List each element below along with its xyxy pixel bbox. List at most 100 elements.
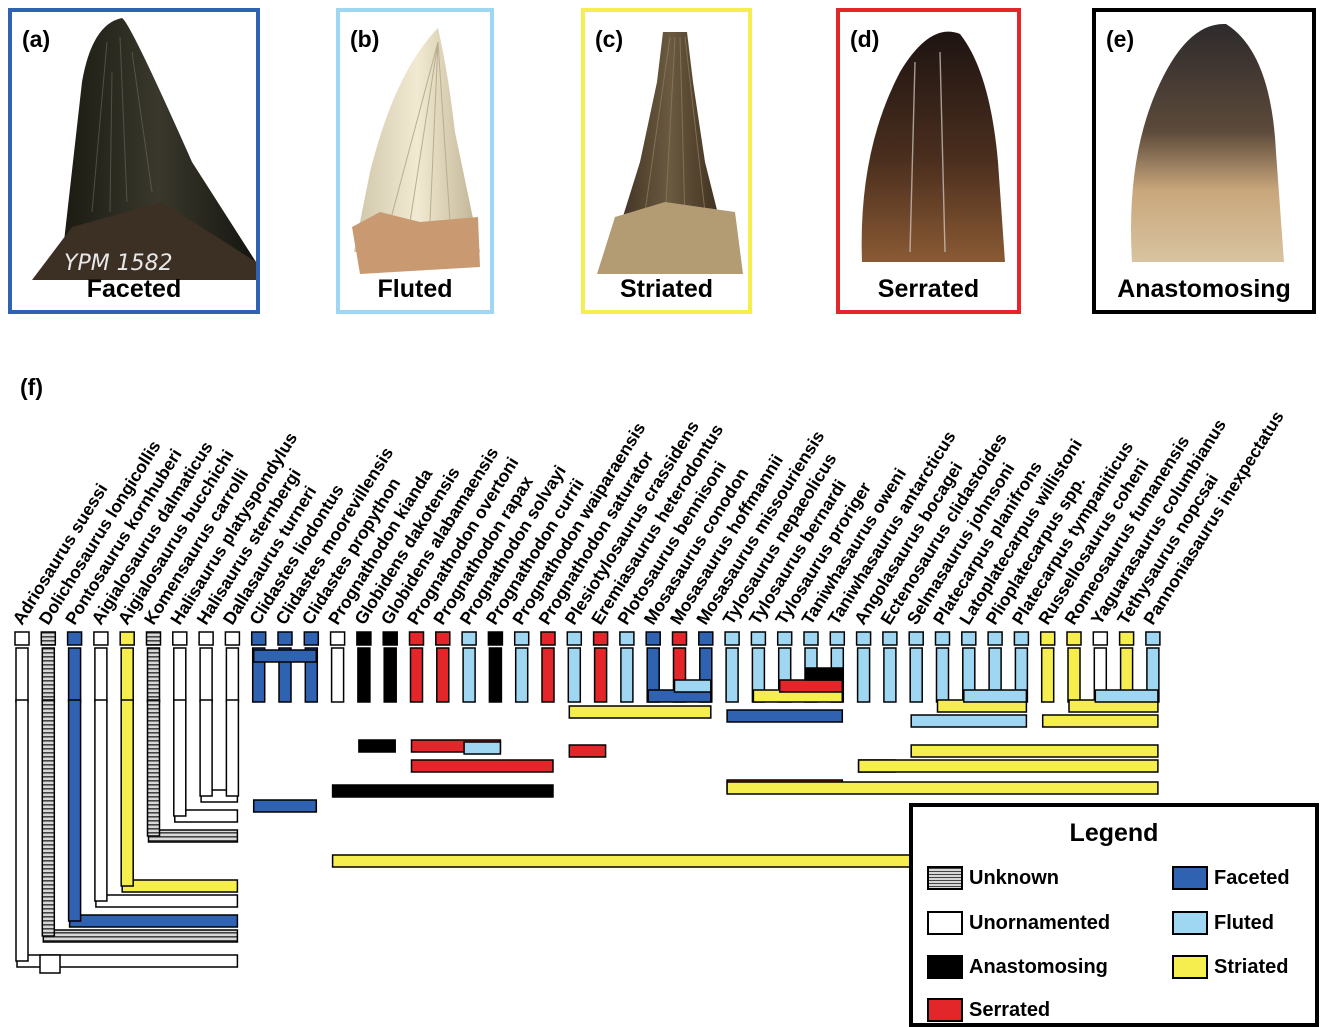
tip-box — [68, 632, 82, 645]
tip-stem — [884, 648, 896, 702]
tip-box — [383, 632, 397, 645]
tip-box — [173, 632, 187, 645]
tree-branch — [911, 745, 1158, 757]
tip-stem — [200, 648, 212, 702]
tip-stem — [95, 648, 107, 702]
tip-box — [751, 632, 765, 645]
tip-stem — [621, 648, 633, 702]
tree-branch — [1043, 715, 1158, 727]
tip-box — [436, 632, 450, 645]
tree-branch — [69, 700, 81, 921]
tree-branch — [16, 700, 28, 961]
tip-stem — [910, 648, 922, 702]
tip-stem — [332, 648, 344, 702]
tip-box — [725, 632, 739, 645]
tree-branch — [200, 700, 212, 796]
tree-branch — [675, 680, 711, 692]
tip-box — [1120, 632, 1134, 645]
tip-box — [1041, 632, 1055, 645]
tip-box — [699, 632, 713, 645]
legend-item-faceted: Faceted — [1172, 865, 1290, 891]
legend-label: Fluted — [1214, 912, 1274, 935]
tree-branch — [911, 715, 1026, 727]
tree-branch — [226, 700, 238, 796]
tip-box — [1146, 632, 1160, 645]
tip-box — [909, 632, 923, 645]
legend-swatch — [927, 955, 963, 979]
tip-stem — [463, 648, 475, 702]
tip-stem — [174, 648, 186, 702]
tree-branch — [43, 930, 237, 942]
tip-box — [804, 632, 818, 645]
legend-swatch — [927, 911, 963, 935]
legend-label: Unornamented — [969, 912, 1110, 935]
tip-stem — [595, 648, 607, 702]
tip-box — [488, 632, 502, 645]
tip-box — [199, 632, 213, 645]
tip-stem — [148, 648, 160, 702]
tip-stem — [726, 648, 738, 702]
tree-branch — [254, 800, 317, 812]
tip-box — [936, 632, 950, 645]
legend-item-striated: Striated — [1172, 954, 1288, 980]
tree-branch — [149, 830, 238, 842]
tip-box — [883, 632, 897, 645]
tip-stem — [1068, 648, 1080, 702]
tip-box — [94, 632, 108, 645]
tip-stem — [226, 648, 238, 702]
legend-label: Serrated — [969, 999, 1050, 1022]
tip-stem — [568, 648, 580, 702]
tree-branch — [359, 740, 395, 752]
tip-stem — [1042, 648, 1054, 702]
legend-swatch — [927, 998, 963, 1022]
tree-branch — [254, 650, 317, 662]
tip-box — [857, 632, 871, 645]
legend-item-serrated: Serrated — [927, 997, 1050, 1023]
legend-label: Anastomosing — [969, 956, 1108, 979]
tree-branch — [70, 915, 238, 927]
tip-box — [673, 632, 687, 645]
tip-box — [1014, 632, 1028, 645]
tree-branch — [121, 700, 133, 886]
tip-stem — [858, 648, 870, 702]
legend-item-fluted: Fluted — [1172, 910, 1274, 936]
tip-box — [988, 632, 1002, 645]
tree-branch — [96, 895, 238, 907]
tip-stem — [16, 648, 28, 702]
tip-box — [620, 632, 634, 645]
tip-box — [410, 632, 424, 645]
tip-box — [1093, 632, 1107, 645]
legend-item-unknown: Unknown — [927, 865, 1059, 891]
tip-stem — [937, 648, 949, 702]
tip-box — [962, 632, 976, 645]
legend: Legend Unknown Faceted Unornamented Flut… — [909, 803, 1319, 1027]
tree-branch — [1095, 690, 1158, 702]
tip-box — [541, 632, 555, 645]
legend-item-unornamented: Unornamented — [927, 910, 1110, 936]
tree-branch — [122, 880, 237, 892]
tree-branch — [333, 785, 553, 797]
tree-branch — [412, 760, 554, 772]
tip-box — [147, 632, 161, 645]
tree-branch — [569, 706, 711, 718]
tip-stem — [121, 648, 133, 702]
tree-branch — [464, 742, 500, 754]
root-branch — [40, 955, 60, 973]
tip-box — [331, 632, 345, 645]
tree-branch — [780, 680, 843, 692]
tip-box — [41, 632, 55, 645]
tip-stem — [437, 648, 449, 702]
legend-label: Unknown — [969, 867, 1059, 890]
tip-stem — [542, 648, 554, 702]
tip-box — [594, 632, 608, 645]
tree-branch — [727, 782, 1158, 794]
tip-stem — [489, 648, 501, 702]
tip-box — [462, 632, 476, 645]
tip-box — [515, 632, 529, 645]
legend-swatch — [1172, 955, 1208, 979]
legend-swatch — [927, 866, 963, 890]
tip-box — [778, 632, 792, 645]
legend-label: Faceted — [1214, 867, 1290, 890]
tree-branch — [95, 700, 107, 901]
legend-label: Striated — [1214, 956, 1288, 979]
